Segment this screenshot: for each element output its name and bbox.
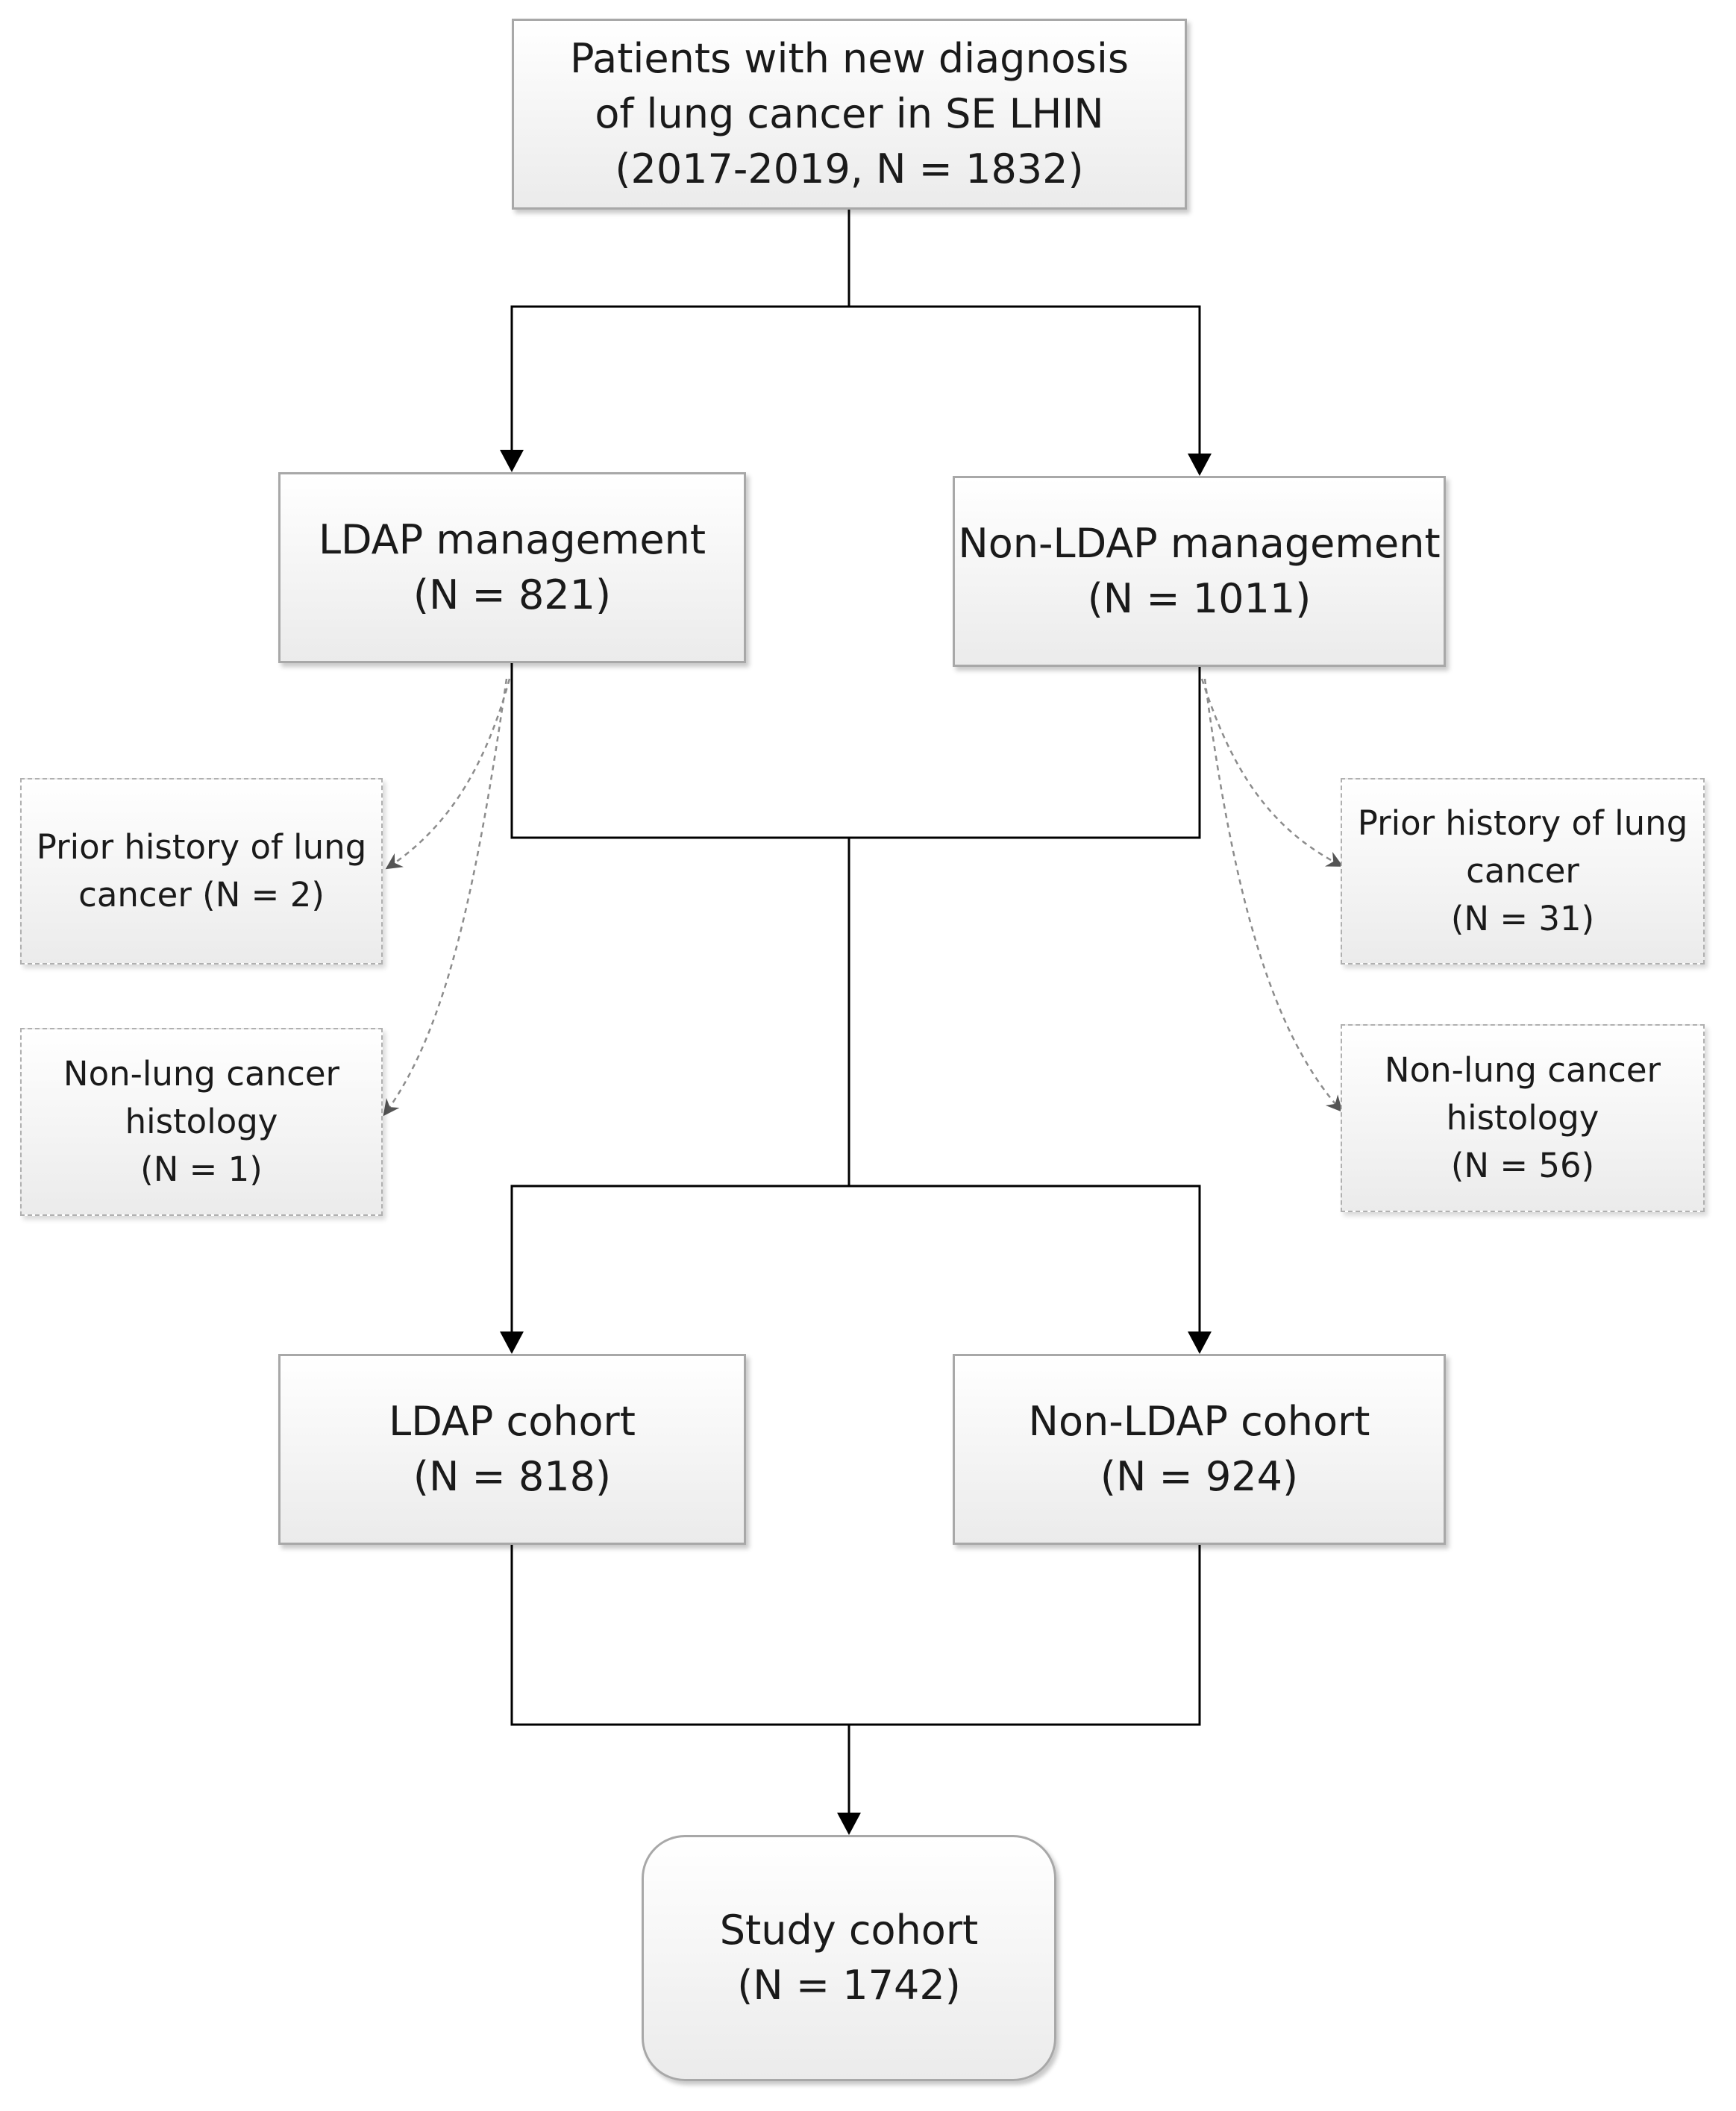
box-ldap-cohort-line-2: (N = 818) — [413, 1453, 612, 1500]
box-study-cohort-line-1: Study cohort — [719, 1907, 979, 1954]
box-all-patients-line-3: (2017-2019, N = 1832) — [615, 145, 1084, 192]
box-ldap-cohort: LDAP cohort (N = 818) — [278, 1354, 746, 1545]
box-exclusion-right-histology: Non-lung cancer histology (N = 56) — [1341, 1024, 1705, 1212]
exclusion-right-prior-line-2: cancer — [1466, 851, 1579, 891]
exclusion-right-prior-line-1: Prior history of lung — [1357, 803, 1688, 843]
box-study-cohort: Study cohort (N = 1742) — [642, 1835, 1056, 2081]
exclusion-right-histology-line-1: Non-lung cancer — [1384, 1050, 1661, 1090]
box-ldap-management-line-1: LDAP management — [318, 516, 706, 563]
box-non-ldap-cohort-line-2: (N = 924) — [1100, 1453, 1299, 1500]
box-non-ldap-cohort: Non-LDAP cohort (N = 924) — [953, 1354, 1446, 1545]
box-ldap-management-line-2: (N = 821) — [413, 571, 612, 618]
arrowhead-ldap-management — [500, 450, 524, 472]
dashed-arrow-right-histology — [1203, 678, 1343, 1112]
box-all-patients: Patients with new diagnosis of lung canc… — [512, 19, 1187, 210]
box-exclusion-right-prior-history: Prior history of lung cancer (N = 31) — [1341, 778, 1705, 964]
box-non-ldap-management-line-1: Non-LDAP management — [958, 520, 1441, 567]
box-all-patients-line-1: Patients with new diagnosis — [569, 35, 1129, 82]
box-non-ldap-cohort-line-1: Non-LDAP cohort — [1028, 1398, 1370, 1445]
box-non-ldap-management-line-2: (N = 1011) — [1087, 575, 1312, 622]
exclusion-left-prior-line-1: Prior history of lung — [36, 827, 367, 867]
arrowhead-non-ldap-cohort — [1188, 1331, 1212, 1354]
dashed-arrow-left-prior — [385, 678, 511, 870]
connector-top-split — [510, 210, 850, 450]
arrowhead-ldap-cohort — [500, 1331, 524, 1354]
dashed-arrow-left-histology — [383, 678, 508, 1117]
exclusion-left-prior-line-2: cancer (N = 2) — [78, 875, 325, 915]
connector-top-right — [849, 305, 1201, 454]
arrowhead-study-cohort — [837, 1813, 861, 1835]
box-exclusion-left-prior-history: Prior history of lung cancer (N = 2) — [20, 778, 383, 964]
exclusion-left-histology-line-2: histology — [125, 1102, 278, 1141]
connector-cohorts-merge — [510, 1545, 1201, 1726]
exclusion-right-histology-line-3: (N = 56) — [1450, 1146, 1595, 1185]
exclusion-left-histology-line-1: Non-lung cancer — [63, 1054, 340, 1094]
connector-cohort-split — [510, 1185, 1201, 1352]
exclusion-right-prior-line-3: (N = 31) — [1450, 899, 1595, 938]
box-study-cohort-line-2: (N = 1742) — [737, 1962, 961, 2009]
exclusion-right-histology-line-2: histology — [1446, 1098, 1599, 1138]
box-exclusion-left-histology: Non-lung cancer histology (N = 1) — [20, 1028, 383, 1216]
connector-management-merge — [510, 663, 1201, 839]
dashed-arrow-right-prior — [1200, 678, 1344, 867]
exclusion-left-histology-line-3: (N = 1) — [140, 1149, 263, 1189]
box-non-ldap-management: Non-LDAP management (N = 1011) — [953, 476, 1446, 667]
arrowhead-non-ldap-management — [1188, 454, 1212, 476]
box-ldap-management: LDAP management (N = 821) — [278, 472, 746, 663]
box-all-patients-line-2: of lung cancer in SE LHIN — [595, 90, 1104, 137]
box-ldap-cohort-line-1: LDAP cohort — [389, 1398, 636, 1445]
